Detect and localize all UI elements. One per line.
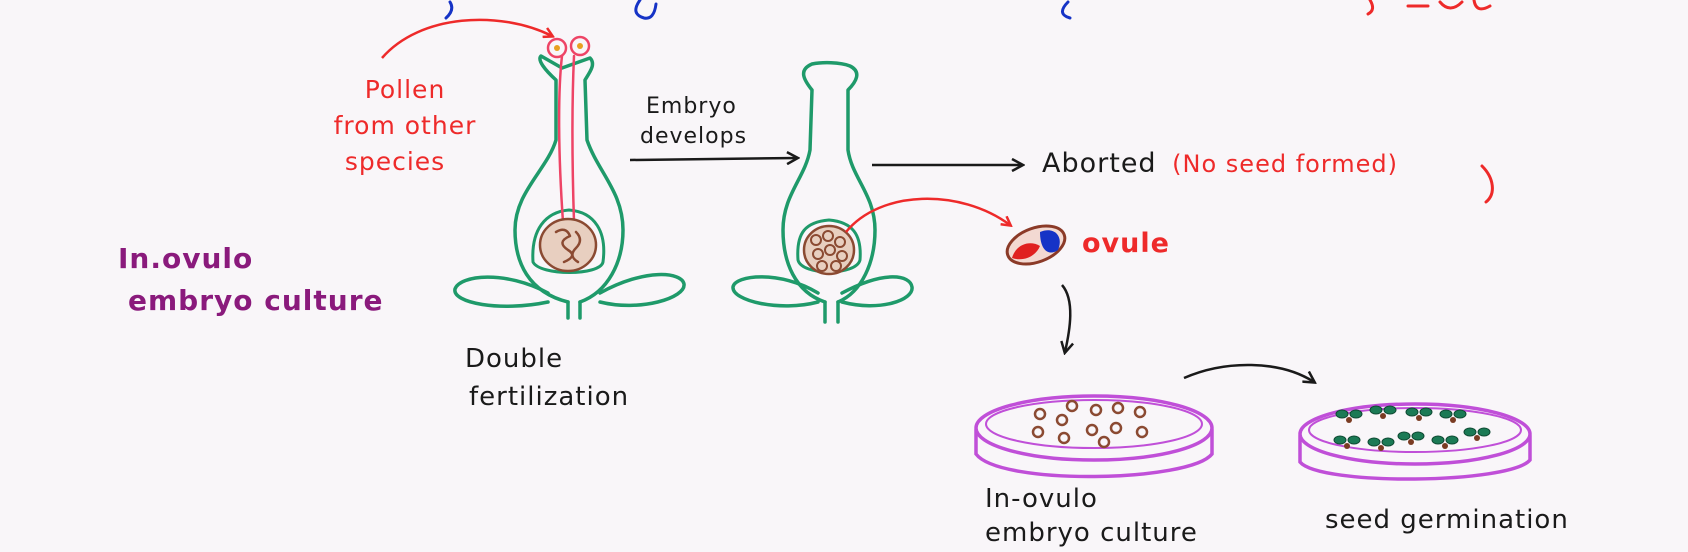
seed-germination-label: seed germination [1325,502,1569,538]
excise-ovule-arrow [845,197,1010,233]
aborted-label: Aborted (No seed formed) [1042,146,1398,182]
culture-dish-label: In-ovulo embryo culture [985,482,1198,550]
embryo-develops-line-2: develops [640,124,748,149]
culture-dish-line-2: embryo culture [985,518,1198,548]
aborted-text: Aborted [1042,148,1157,179]
double-fertilization-label: Double fertilization [465,340,629,416]
method-label-line-2: embryo culture [128,284,384,317]
embryo-develops-arrow [629,158,797,160]
double-fertilization-line-2: fertilization [469,382,630,412]
pollen-label: Pollen from other species [330,72,480,180]
petri-dish-with-seedlings-icon [1298,402,1532,481]
method-label: In.ovulo embryo culture [118,238,384,322]
ovule-label: ovule [1082,226,1170,262]
embryo-develops-line-1: Embryo [646,94,737,119]
no-seed-bracket [1480,164,1494,204]
ovule-text: ovule [1082,228,1170,259]
seed-germination-text: seed germination [1325,505,1569,535]
germination-arrow [1183,363,1314,382]
double-fertilization-line-1: Double [465,344,564,374]
method-label-line-1: In.ovulo [118,242,254,275]
cropped-heading-strokes [444,0,1492,20]
embryo-develops-label: Embryo develops [640,92,747,152]
pollen-label-line-1: Pollen [364,75,446,104]
pollen-label-line-3: species [344,147,446,176]
flower-pistil-with-developing-embryo-icon [731,60,914,324]
pollen-label-line-2: from other [333,111,477,140]
excised-ovule-icon [1005,224,1067,266]
pollen-arrow [381,18,552,59]
flower-pistil-with-pollen-tube-icon [453,35,686,320]
culture-arrow [1062,284,1070,352]
culture-dish-line-1: In-ovulo [985,484,1098,514]
no-seed-text: (No seed formed) [1172,150,1399,178]
petri-dish-with-ovules-icon [974,394,1214,479]
